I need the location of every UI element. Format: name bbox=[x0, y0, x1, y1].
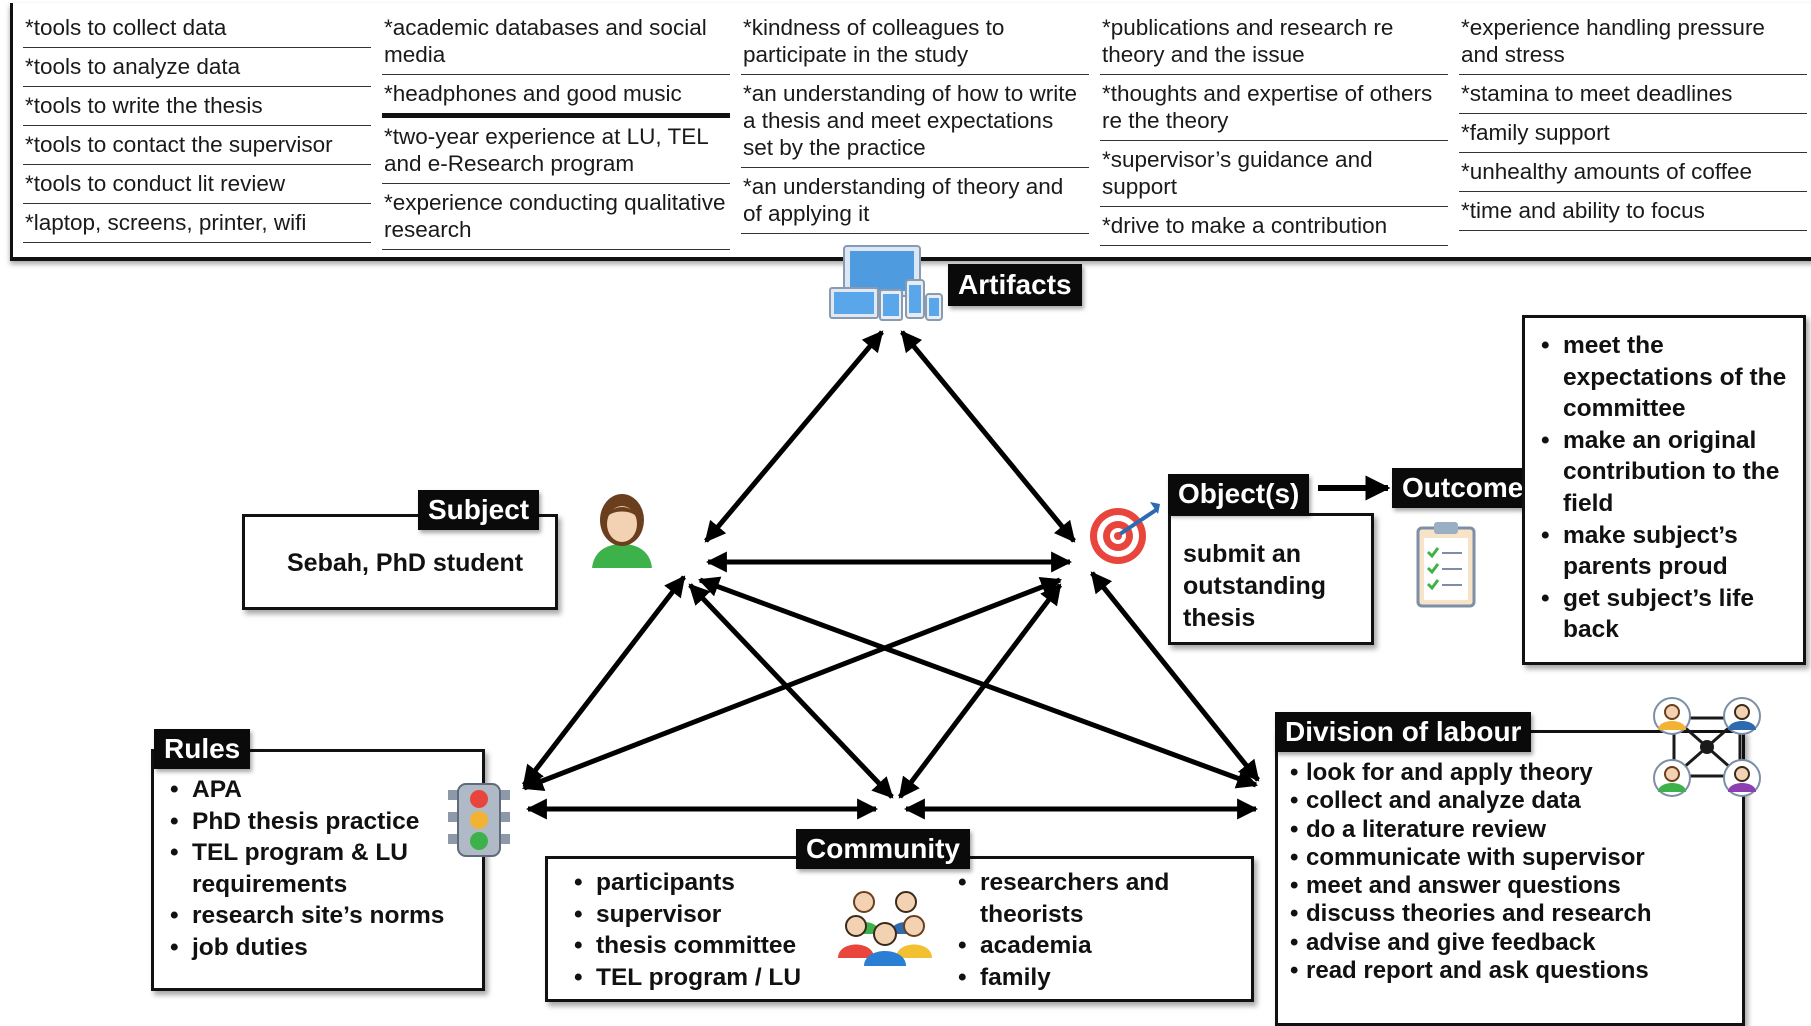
rule-item: TEL program & LU requirements bbox=[166, 837, 446, 900]
artifact-item: *laptop, screens, printer, wifi bbox=[23, 204, 371, 243]
artifacts-label: Artifacts bbox=[948, 264, 1082, 306]
artifacts-column-2: *academic databases and social media *he… bbox=[382, 9, 730, 250]
division-item: meet and answer questions bbox=[1290, 872, 1730, 901]
outcomes-box: meet the expectations of the committee m… bbox=[1522, 315, 1806, 665]
artifact-item: *family support bbox=[1459, 114, 1807, 153]
outcome-item: make an original contribution to the fie… bbox=[1537, 425, 1787, 520]
community-item: thesis committee bbox=[570, 930, 830, 962]
community-item: researchers and theorists bbox=[954, 867, 1214, 930]
arrow-object-community bbox=[898, 583, 1062, 799]
outcome-item: get subject’s life back bbox=[1537, 583, 1787, 646]
artifacts-column-3: *kindness of colleagues to participate i… bbox=[741, 9, 1089, 234]
artifact-item: *an understanding of theory and of apply… bbox=[741, 168, 1089, 234]
rules-box: APA PhD thesis practice TEL program & LU… bbox=[151, 749, 485, 991]
artifact-item: *an understanding of how to write a thes… bbox=[741, 75, 1089, 168]
rule-item: APA bbox=[166, 774, 446, 806]
arrow-object-division bbox=[1090, 571, 1260, 782]
artifact-item: *publications and research re theory and… bbox=[1100, 9, 1448, 75]
artifact-item: *academic databases and social media bbox=[382, 9, 730, 75]
artifact-item: *thoughts and expertise of others re the… bbox=[1100, 75, 1448, 141]
artifact-item: *time and ability to focus bbox=[1459, 192, 1807, 231]
arrow-subject-community bbox=[688, 583, 894, 799]
community-item: academia bbox=[954, 930, 1214, 962]
community-label: Community bbox=[796, 829, 970, 869]
community-item: TEL program / LU bbox=[570, 962, 830, 994]
artifacts-table: *tools to collect data *tools to analyze… bbox=[10, 3, 1811, 261]
clipboard-icon bbox=[1416, 522, 1476, 608]
division-item: do a literature review bbox=[1290, 816, 1730, 845]
division-item: discuss theories and research bbox=[1290, 900, 1730, 929]
division-label: Division of labour bbox=[1275, 712, 1532, 752]
subject-text: Sebah, PhD student bbox=[287, 549, 524, 577]
objects-box: submit an outstanding thesis bbox=[1168, 513, 1374, 645]
outcome-item: make subject’s parents proud bbox=[1537, 520, 1787, 583]
artifact-item: *drive to make a contribution bbox=[1100, 207, 1448, 246]
traffic-light-icon bbox=[448, 783, 510, 857]
artifact-item: *unhealthy amounts of coffee bbox=[1459, 153, 1807, 192]
artifact-item: *tools to contact the supervisor bbox=[23, 126, 371, 165]
artifacts-column-1: *tools to collect data *tools to analyze… bbox=[23, 9, 371, 243]
network-icon bbox=[1653, 697, 1761, 797]
rule-item: PhD thesis practice bbox=[166, 806, 446, 838]
objects-text: submit an outstanding thesis bbox=[1183, 540, 1327, 632]
artifact-item: *tools to analyze data bbox=[23, 48, 371, 87]
artifact-item: *tools to write the thesis bbox=[23, 87, 371, 126]
division-item: communicate with supervisor bbox=[1290, 844, 1730, 873]
artifact-item: *supervisor’s guidance and support bbox=[1100, 141, 1448, 207]
subject-box: Sebah, PhD student bbox=[242, 514, 558, 610]
community-item: participants bbox=[570, 867, 830, 899]
artifact-item: *experience conducting qualitative resea… bbox=[382, 184, 730, 250]
community-item: supervisor bbox=[570, 899, 830, 931]
subject-label: Subject bbox=[418, 490, 540, 530]
artifact-item: *stamina to meet deadlines bbox=[1459, 75, 1807, 114]
community-item: family bbox=[954, 962, 1214, 994]
division-item: read report and ask questions bbox=[1290, 957, 1730, 986]
rule-item: job duties bbox=[166, 932, 446, 964]
target-icon bbox=[1090, 502, 1160, 564]
devices-icon bbox=[829, 245, 943, 321]
artifact-item: *kindness of colleagues to participate i… bbox=[741, 9, 1089, 75]
artifact-item: *headphones and good music bbox=[382, 75, 730, 118]
people-group-icon bbox=[838, 891, 932, 966]
division-item: collect and analyze data bbox=[1290, 787, 1730, 816]
objects-label: Object(s) bbox=[1168, 474, 1310, 514]
rule-item: research site’s norms bbox=[166, 900, 446, 932]
rules-label: Rules bbox=[154, 729, 251, 769]
division-item: advise and give feedback bbox=[1290, 929, 1730, 958]
arrow-artifacts-object bbox=[900, 330, 1076, 543]
artifact-item: *tools to conduct lit review bbox=[23, 165, 371, 204]
artifacts-column-4: *publications and research re theory and… bbox=[1100, 9, 1448, 246]
artifact-item: *two-year experience at LU, TEL and e-Re… bbox=[382, 118, 730, 184]
artifacts-column-5: *experience handling pressure and stress… bbox=[1459, 9, 1807, 231]
person-icon bbox=[592, 494, 652, 568]
arrow-artifacts-subject bbox=[704, 330, 884, 543]
outcome-item: meet the expectations of the committee bbox=[1537, 330, 1787, 425]
division-item: look for and apply theory bbox=[1290, 759, 1730, 788]
artifact-item: *tools to collect data bbox=[23, 9, 371, 48]
artifact-item: *experience handling pressure and stress bbox=[1459, 9, 1807, 75]
